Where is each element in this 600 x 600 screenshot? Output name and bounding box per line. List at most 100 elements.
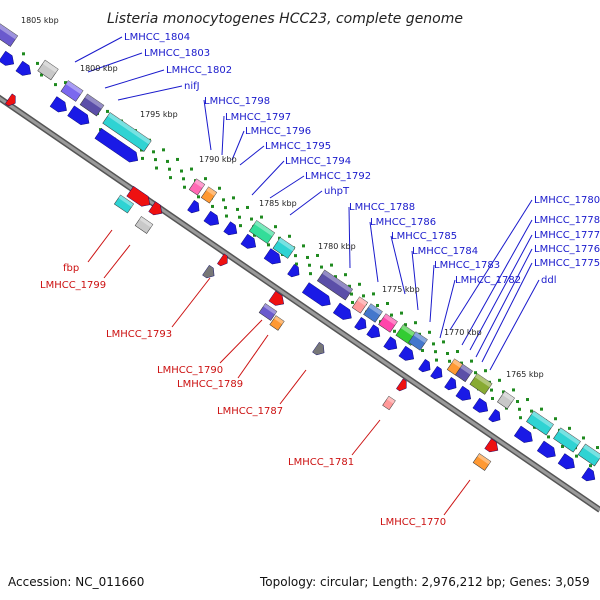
track-dot — [348, 284, 351, 288]
feature-arrow — [396, 378, 407, 392]
feature-arrow-body — [488, 408, 501, 423]
backbone — [0, 94, 600, 513]
feature-arrow-body — [418, 358, 431, 373]
feature-arrow — [126, 185, 151, 207]
track-dot — [154, 158, 157, 162]
gene-label[interactable]: LMHCC_1783 — [434, 260, 500, 271]
track-dot — [432, 342, 435, 346]
feature-box — [455, 363, 473, 383]
gene-label[interactable]: LMHCC_1789 — [177, 379, 243, 390]
feature-arrow — [383, 336, 398, 351]
feature-arrow-body — [67, 105, 90, 125]
gene-label[interactable]: LMHCC_1796 — [245, 126, 311, 137]
feature-arrow-body — [223, 221, 238, 236]
track-dot — [414, 321, 417, 325]
gene-label[interactable]: LMHCC_1781 — [288, 457, 354, 468]
feature-arrow — [488, 408, 501, 423]
feature-arrow — [536, 440, 556, 458]
feature-box-body — [134, 216, 154, 234]
track-dot — [351, 300, 354, 304]
leader-line — [279, 369, 307, 405]
gene-label[interactable]: LMHCC_1770 — [380, 517, 446, 528]
gene-label[interactable]: LMHCC_1799 — [40, 280, 106, 291]
leader-line — [429, 264, 435, 323]
track-dot — [190, 167, 193, 171]
track-dot — [197, 195, 200, 199]
feature-box-body — [102, 112, 152, 152]
feature-box — [272, 237, 296, 259]
feature-arrow — [354, 316, 367, 331]
track-dot — [404, 323, 407, 327]
track-dots — [8, 42, 599, 468]
gene-label[interactable]: LMHCC_1794 — [285, 156, 351, 167]
track-dot — [169, 176, 172, 180]
tick-label: 1805 kbp — [21, 16, 59, 25]
gene-label[interactable]: LMHCC_1775 — [534, 258, 600, 269]
feature-box-shine — [263, 303, 277, 315]
feature-arrow-body — [263, 248, 281, 265]
track-dot — [350, 292, 353, 296]
gene-label[interactable]: LMHCC_1790 — [157, 365, 223, 376]
gene-label[interactable]: LMHCC_1797 — [225, 112, 291, 123]
track-dot — [575, 454, 578, 458]
gene-label[interactable]: LMHCC_1795 — [265, 141, 331, 152]
gene-label[interactable]: LMHCC_1782 — [455, 275, 521, 286]
feature-arrow — [240, 233, 257, 249]
track-dot — [518, 407, 521, 411]
feature-arrow — [217, 253, 228, 267]
label-leaders — [74, 36, 540, 516]
track-dot — [246, 205, 249, 209]
feature-arrow-body — [49, 96, 67, 113]
gene-label[interactable]: LMHCC_1786 — [370, 217, 436, 228]
feature-arrow — [202, 264, 215, 279]
tick-label: 1800 kbp — [80, 64, 118, 73]
gene-label[interactable]: ddl — [541, 275, 556, 286]
gene-label[interactable]: LMHCC_1784 — [412, 246, 478, 257]
feature-arrow — [268, 290, 285, 306]
track-dot — [183, 185, 186, 189]
feature-arrow — [287, 263, 300, 278]
gene-label[interactable]: LMHCC_1803 — [144, 48, 210, 59]
gene-label[interactable]: LMHCC_1792 — [305, 171, 371, 182]
feature-box — [553, 427, 581, 453]
gene-label[interactable]: fbp — [63, 263, 79, 274]
feature-arrow — [444, 376, 457, 391]
track-dot — [238, 215, 241, 219]
track-dot — [448, 359, 451, 363]
gene-label[interactable]: LMHCC_1788 — [349, 202, 415, 213]
track-dot — [334, 275, 337, 279]
feature-box-body — [577, 443, 600, 467]
feature-box-body — [60, 80, 84, 102]
accession-text: Accession: NC_011660 — [8, 575, 144, 589]
gene-label[interactable]: LMHCC_1778 — [534, 215, 600, 226]
track-dot — [460, 361, 463, 365]
gene-label[interactable]: nifJ — [184, 81, 200, 92]
feature-arrow-body — [202, 264, 215, 279]
feature-box — [134, 216, 154, 234]
track-dot — [484, 369, 487, 373]
gene-label[interactable]: LMHCC_1802 — [166, 65, 232, 76]
gene-label[interactable]: LMHCC_1804 — [124, 32, 190, 43]
feature-box — [378, 313, 398, 333]
gene-label[interactable]: LMHCC_1793 — [106, 329, 172, 340]
feature-box-shine — [0, 23, 18, 40]
feature-box-body — [272, 237, 296, 259]
gene-label[interactable]: LMHCC_1785 — [391, 231, 457, 242]
feature-arrow-body — [268, 290, 285, 306]
feature-box-shine — [413, 331, 428, 344]
gene-label[interactable]: LMHCC_1798 — [204, 96, 270, 107]
feature-box-shine — [474, 373, 493, 388]
gene-label[interactable]: uhpT — [324, 186, 350, 197]
gene-label[interactable]: LMHCC_1780 — [534, 195, 600, 206]
feature-box-body — [316, 269, 354, 301]
gene-label[interactable]: LMHCC_1777 — [534, 230, 600, 241]
gene-label[interactable]: LMHCC_1776 — [534, 244, 600, 255]
track-dot — [372, 292, 375, 296]
feature-box-shine — [357, 296, 368, 307]
feature-box-shine — [531, 410, 554, 428]
feature-arrow-body — [0, 50, 15, 66]
leader-line — [481, 262, 533, 363]
track-dot — [236, 207, 239, 211]
leader-line — [269, 175, 305, 199]
gene-label[interactable]: LMHCC_1787 — [217, 406, 283, 417]
